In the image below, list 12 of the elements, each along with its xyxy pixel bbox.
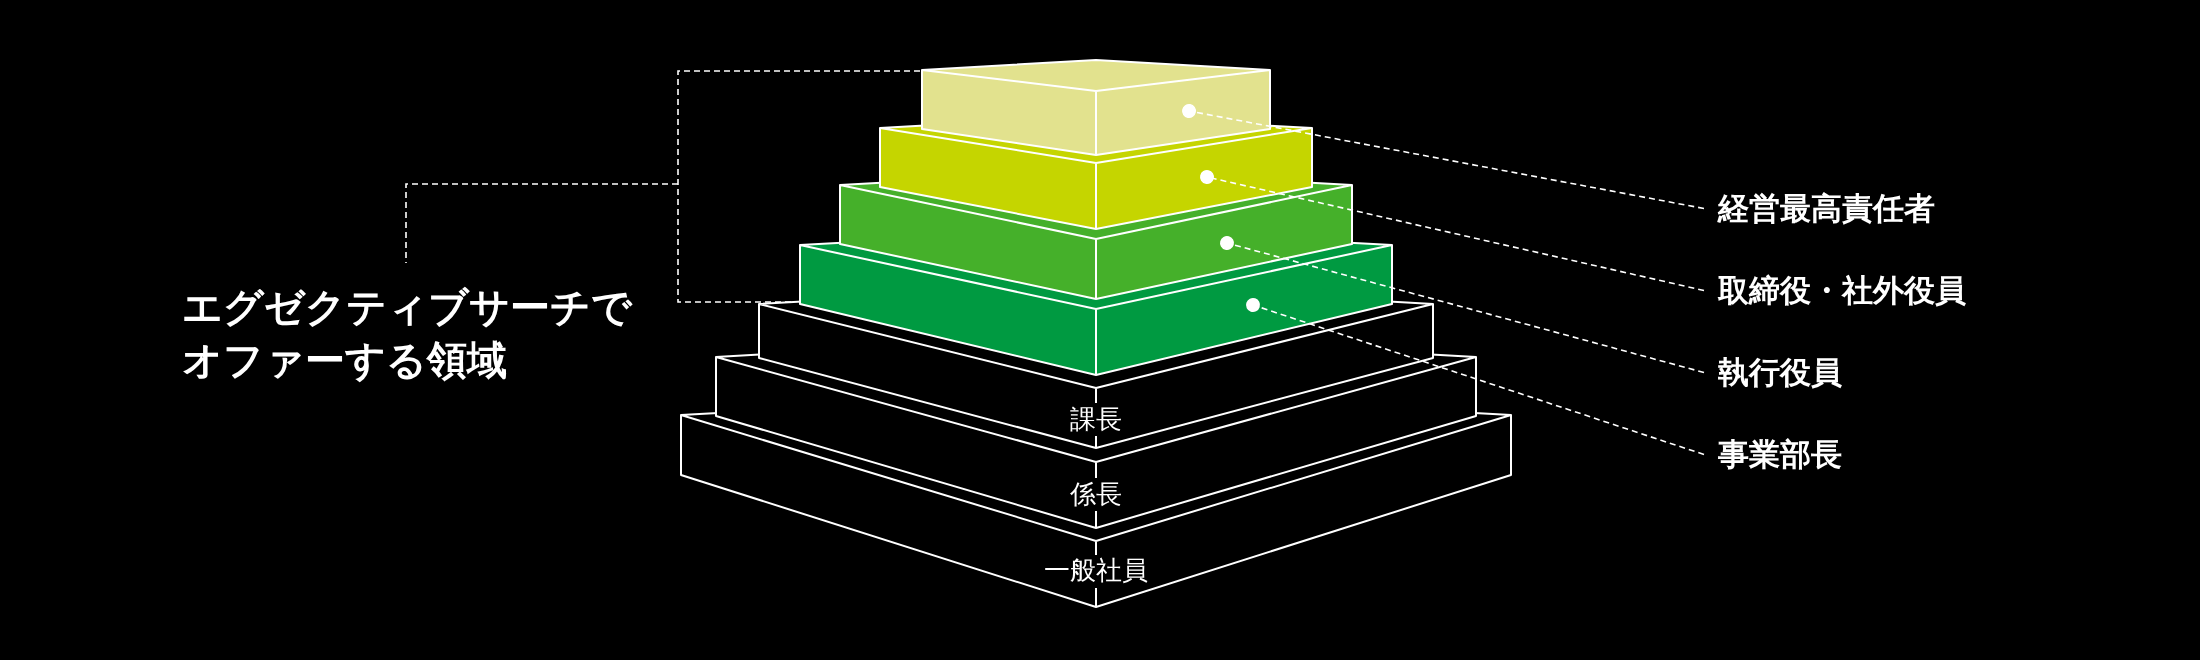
tier-label: 係長 bbox=[1070, 479, 1122, 509]
leader-line bbox=[1220, 236, 1705, 374]
tier-label: 一般社員 bbox=[1044, 555, 1148, 585]
callout-label: 事業部長 bbox=[1718, 435, 1842, 473]
callout-label: 取締役・社外役員 bbox=[1718, 271, 1966, 309]
leader-line bbox=[1182, 104, 1705, 210]
leader-line bbox=[1246, 298, 1705, 456]
callout-label: 経営最高責任者 bbox=[1718, 189, 1935, 227]
tier-label: 課長 bbox=[1070, 404, 1122, 434]
leader-line bbox=[1200, 170, 1705, 292]
annotation-text: エグゼクティブサーチでオファーする領域 bbox=[182, 283, 632, 385]
callout-label: 執行役員 bbox=[1718, 353, 1842, 391]
